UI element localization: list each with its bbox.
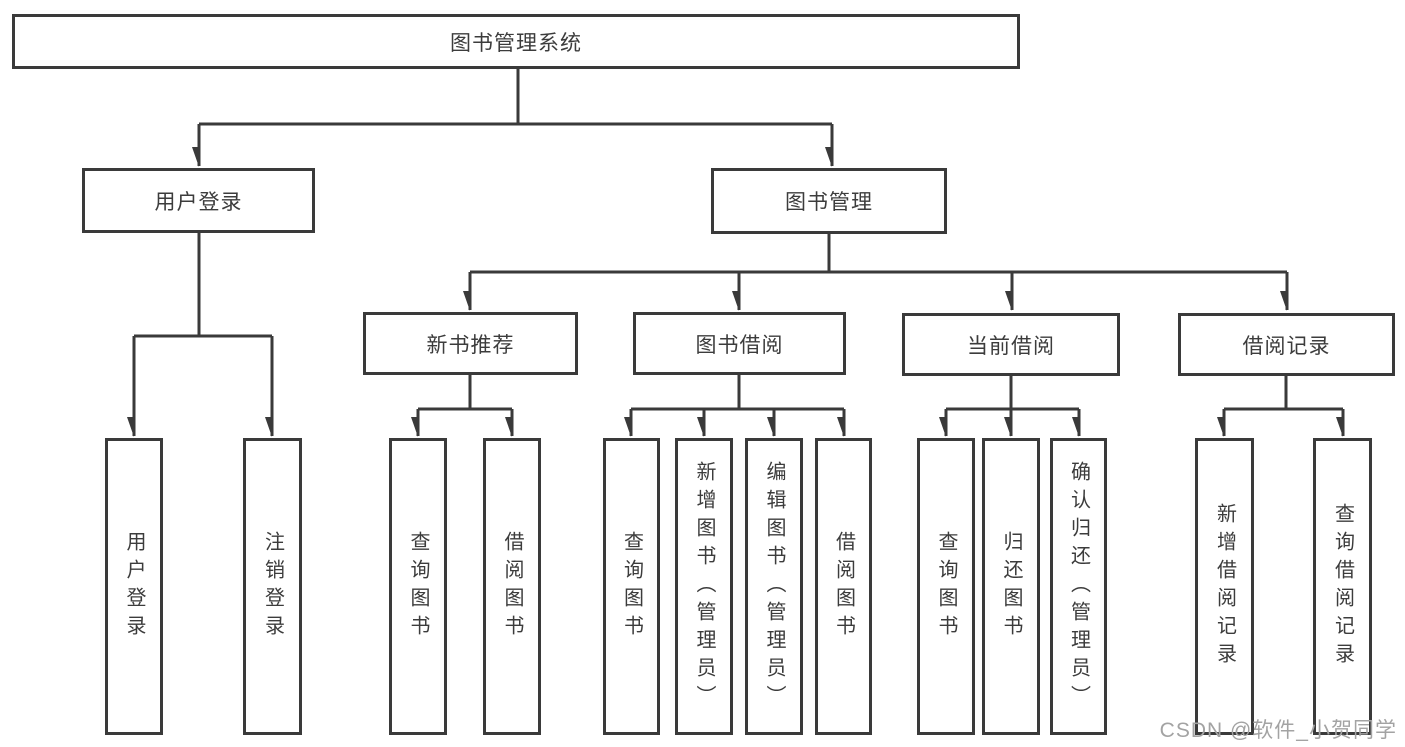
- node-leaf-logout: 注销登录: [243, 438, 302, 735]
- node-book-management-label: 图书管理: [785, 191, 873, 214]
- node-new-book-recommend: 新书推荐: [363, 312, 578, 375]
- node-leaf-nb-query: 查询图书: [389, 438, 447, 735]
- node-book-borrow: 图书借阅: [633, 312, 846, 375]
- node-leaf-cb-confirm: 确认归还（管理员）: [1050, 438, 1107, 735]
- node-leaf-cb-confirm-label: 确认归还（管理员）: [1067, 460, 1090, 713]
- node-leaf-bb-add: 新增图书（管理员）: [675, 438, 733, 735]
- node-user-login-label: 用户登录: [154, 190, 243, 214]
- node-leaf-nb-query-label: 查询图书: [407, 530, 429, 643]
- csdn-watermark: CSDN @软件_小贺同学: [1159, 719, 1397, 742]
- node-leaf-nb-borrow-label: 借阅图书: [501, 530, 523, 643]
- node-leaf-cb-return-label: 归还图书: [1000, 530, 1022, 643]
- node-leaf-bb-edit-label: 编辑图书（管理员）: [763, 460, 785, 713]
- node-leaf-bb-query: 查询图书: [603, 438, 660, 735]
- node-leaf-bb-query-label: 查询图书: [620, 530, 643, 643]
- node-leaf-br-add-label: 新增借阅记录: [1213, 502, 1236, 671]
- node-leaf-logout-label: 注销登录: [261, 530, 284, 643]
- node-leaf-user-login-label: 用户登录: [123, 530, 145, 643]
- node-leaf-br-add: 新增借阅记录: [1195, 438, 1254, 735]
- node-leaf-cb-query-label: 查询图书: [935, 530, 957, 643]
- node-leaf-bb-borrow: 借阅图书: [815, 438, 872, 735]
- node-root: 图书管理系统: [12, 14, 1020, 69]
- node-leaf-bb-add-label: 新增图书（管理员）: [693, 460, 715, 713]
- node-leaf-bb-edit: 编辑图书（管理员）: [745, 438, 803, 735]
- node-leaf-br-query-label: 查询借阅记录: [1331, 502, 1354, 671]
- node-book-management: 图书管理: [711, 168, 947, 234]
- node-borrow-record-label: 借阅记录: [1242, 334, 1331, 358]
- node-leaf-cb-return: 归还图书: [982, 438, 1040, 735]
- node-root-label: 图书管理系统: [450, 31, 582, 55]
- node-current-borrow: 当前借阅: [902, 313, 1120, 376]
- node-book-borrow-label: 图书借阅: [695, 333, 784, 357]
- node-borrow-record: 借阅记录: [1178, 313, 1395, 376]
- node-leaf-cb-query: 查询图书: [917, 438, 975, 735]
- node-leaf-nb-borrow: 借阅图书: [483, 438, 541, 735]
- node-leaf-bb-borrow-label: 借阅图书: [832, 530, 855, 643]
- node-user-login: 用户登录: [82, 168, 315, 233]
- node-leaf-br-query: 查询借阅记录: [1313, 438, 1372, 735]
- node-new-book-recommend-label: 新书推荐: [426, 333, 515, 357]
- node-current-borrow-label: 当前借阅: [967, 334, 1055, 358]
- node-leaf-user-login: 用户登录: [105, 438, 163, 735]
